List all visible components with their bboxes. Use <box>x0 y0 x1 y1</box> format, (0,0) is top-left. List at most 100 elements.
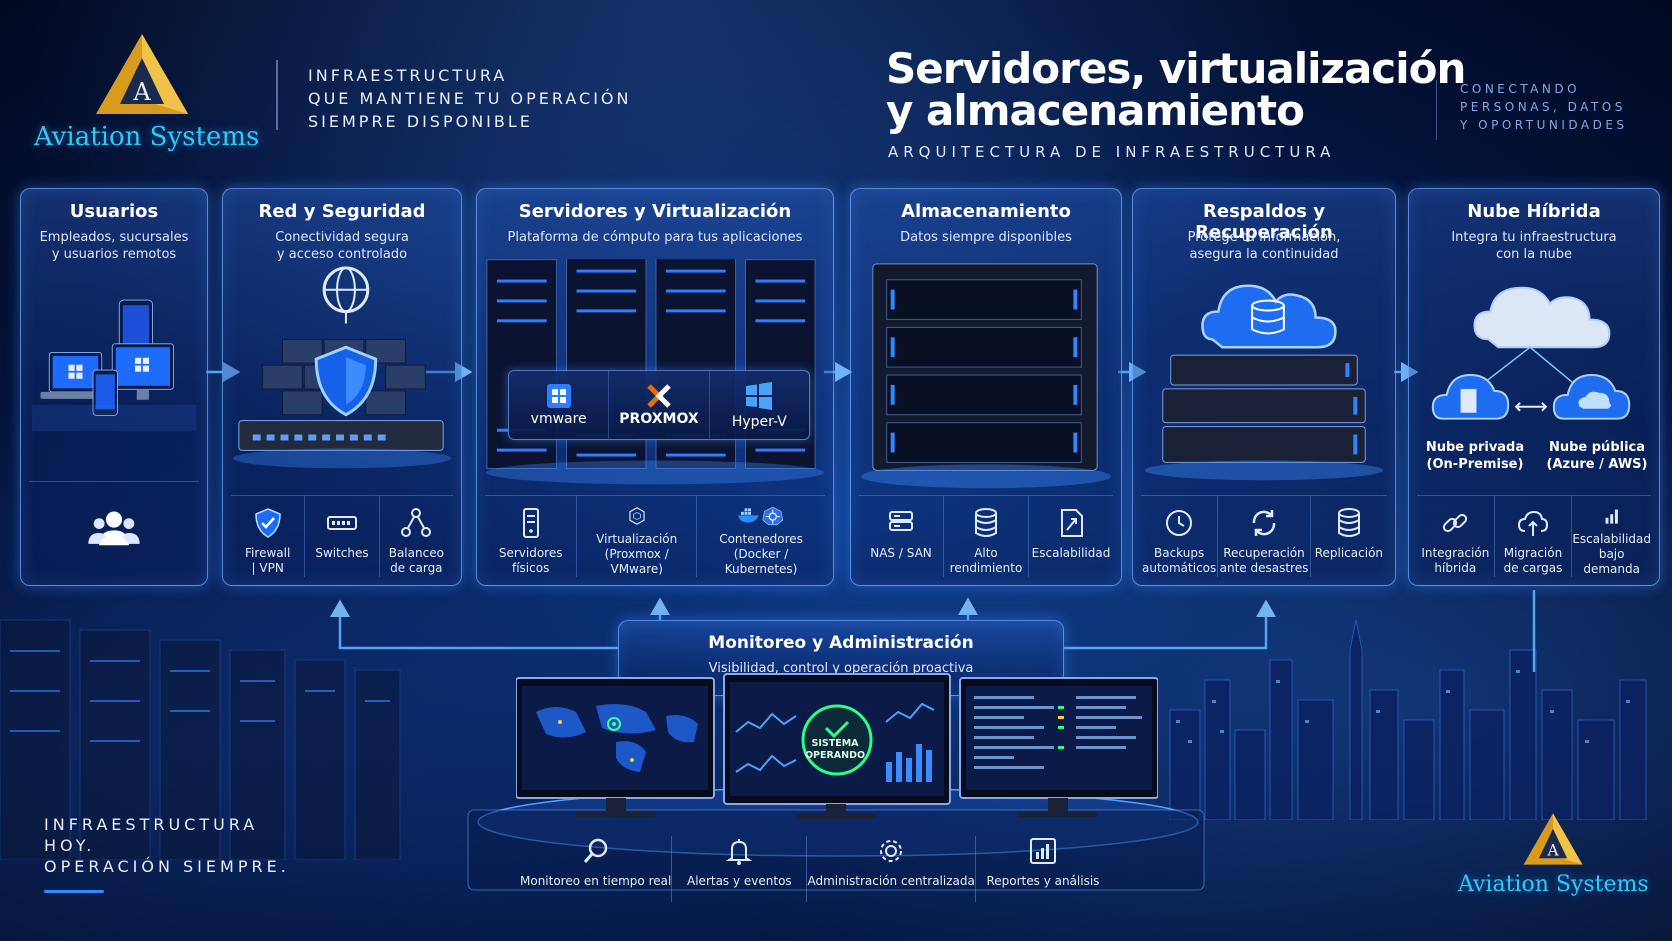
link-icon <box>1443 513 1468 533</box>
screen-left <box>516 677 715 799</box>
panel-usuarios[interactable]: Usuarios Empleados, sucursales y usuario… <box>20 188 208 586</box>
network-nodes-icon <box>401 508 432 537</box>
report-icon <box>1029 838 1056 864</box>
proxmox-platform[interactable]: PROXMOX <box>609 371 710 439</box>
panel-items: Integración híbrida Migración de cargas … <box>1417 495 1651 577</box>
right-tagline: CONECTANDO PERSONAS, DATOS Y OPORTUNIDAD… <box>1460 82 1628 132</box>
search-icon <box>583 838 607 863</box>
virtualization-platforms: vmware PROXMOX Hyper-V <box>508 370 810 440</box>
users-item <box>29 482 199 577</box>
triangle-logo-icon: A <box>96 34 188 114</box>
item-label: Integración híbrida <box>1421 546 1490 575</box>
brand-name: Aviation Systems <box>34 122 260 152</box>
replication-item[interactable]: Replicación <box>1311 496 1387 577</box>
bar-chart-icon <box>1605 509 1618 524</box>
containers-item[interactable]: Contenedores (Docker / Kubernetes) <box>697 496 825 577</box>
backup-illustration <box>1144 284 1384 481</box>
scalability-item[interactable]: Escalabilidad <box>1029 496 1113 577</box>
switches-item[interactable]: Switches <box>305 496 380 577</box>
proxmox-icon <box>647 383 671 408</box>
devices-illustration <box>31 299 197 432</box>
cloud-upload-icon <box>1517 510 1548 536</box>
monitoring-features: Monitoreo en tiempo real Alertas y event… <box>520 836 1110 902</box>
panel-items: Backups automáticos Recuperación ante de… <box>1141 495 1387 577</box>
panel-almacenamiento[interactable]: Almacenamiento Datos siempre disponibles… <box>850 188 1122 586</box>
virtualization-item[interactable]: Virtualización (Proxmox / VMware) <box>577 496 698 577</box>
nas-san-item[interactable]: NAS / SAN <box>859 496 944 577</box>
panel-description: Protege tu información, asegura la conti… <box>1187 230 1341 262</box>
realtime-monitoring-item[interactable]: Monitoreo en tiempo real <box>520 836 673 902</box>
auto-backups-item[interactable]: Backups automáticos <box>1141 496 1219 577</box>
item-label: Replicación <box>1314 546 1384 560</box>
panel-title: Nube Híbrida <box>1467 201 1601 222</box>
panel-nube-hibrida[interactable]: Nube Híbrida Integra tu infraestructura … <box>1408 188 1660 586</box>
hyperv-platform[interactable]: Hyper-V <box>710 371 809 439</box>
switch-icon <box>326 516 357 530</box>
high-performance-item[interactable]: Alto rendimiento <box>944 496 1029 577</box>
public-cloud-label: Nube pública (Azure / AWS) <box>1546 440 1648 472</box>
panel-items: Firewall | VPN Switches Balanceo de carg… <box>231 495 453 577</box>
physical-servers-item[interactable]: Servidores físicos <box>485 496 578 577</box>
storage-array-illustration <box>860 263 1112 489</box>
workload-migration-item[interactable]: Migración de cargas <box>1495 496 1573 577</box>
footer-accent-line <box>44 890 104 893</box>
gear-icon <box>880 840 903 862</box>
panel-title: Respaldos y Recuperación <box>1195 201 1333 243</box>
firewall-item[interactable]: Firewall | VPN <box>231 496 306 577</box>
tagline-divider <box>276 60 278 130</box>
item-label: Recuperación ante desastres <box>1219 546 1309 575</box>
logo-letter: A <box>132 78 151 106</box>
load-balancer-item[interactable]: Balanceo de carga <box>380 496 453 577</box>
header-tagline: INFRAESTRUCTURA QUE MANTIENE TU OPERACIÓ… <box>308 66 632 131</box>
panel-description: Plataforma de cómputo para tus aplicacio… <box>507 230 803 245</box>
windows-icon <box>546 383 571 408</box>
panel-respaldos-recuperacion[interactable]: Respaldos y Recuperación Protege tu info… <box>1132 188 1396 586</box>
panel-items <box>29 481 199 577</box>
reports-analysis-item[interactable]: Reportes y análisis <box>976 836 1110 902</box>
firewall-illustration <box>232 266 452 469</box>
brand-logo-bottom[interactable]: A Aviation Systems <box>1458 810 1649 897</box>
private-cloud-label: Nube privada (On-Premise) <box>1425 440 1525 472</box>
item-label: Virtualización (Proxmox / VMware) <box>596 532 678 576</box>
panel-description: Datos siempre disponibles <box>900 230 1072 245</box>
brand-logo-top[interactable]: A Aviation Systems <box>34 30 260 152</box>
server-icon <box>522 508 539 538</box>
proxmox-label: PROXMOX <box>619 410 699 427</box>
item-label: Contenedores (Docker / Kubernetes) <box>719 532 803 576</box>
vmware-platform[interactable]: vmware <box>509 371 610 439</box>
page-subtitle: ARQUITECTURA DE INFRAESTRUCTURA <box>888 143 1336 161</box>
panel-description: Conectividad segura y acceso controlado <box>275 230 409 262</box>
item-label: Migración de cargas <box>1503 546 1563 575</box>
item-label: Reportes y análisis <box>986 874 1100 888</box>
alerts-events-item[interactable]: Alertas y eventos <box>672 836 808 902</box>
hex-cube-icon <box>629 507 645 525</box>
panel-title: Almacenamiento <box>901 201 1071 222</box>
panel-items: NAS / SAN Alto rendimiento Escalabilidad <box>859 495 1113 577</box>
item-label: Firewall | VPN <box>245 546 291 575</box>
page-title-line-1: Servidores, virtualización <box>886 44 1466 93</box>
panel-items: Servidores físicos Virtualización (Proxm… <box>485 495 825 577</box>
monitoring-screens <box>516 673 1158 819</box>
item-label: Escalabilidad <box>1031 546 1111 560</box>
hybrid-integration-item[interactable]: Integración híbrida <box>1417 496 1495 577</box>
hyperv-label: Hyper-V <box>731 413 787 430</box>
logo-letter: A <box>1546 842 1559 860</box>
expand-icon <box>1061 509 1083 537</box>
item-label: Escalabilidad bajo demanda <box>1572 532 1651 576</box>
hybrid-cloud-illustration <box>1431 286 1631 420</box>
panel-title: Servidores y Virtualización <box>518 201 792 222</box>
item-label: Balanceo de carga <box>388 546 444 575</box>
right-tagline-divider <box>1436 80 1437 140</box>
item-label: Monitoreo en tiempo real <box>520 874 672 888</box>
panel-red-seguridad[interactable]: Red y Seguridad Conectividad segura y ac… <box>222 188 462 586</box>
central-admin-item[interactable]: Administración centralizada <box>807 836 976 902</box>
monitoring-title: Monitoreo y Administración <box>708 633 974 653</box>
system-status-text: SISTEMA OPERANDO <box>804 738 866 761</box>
item-label: Administración centralizada <box>807 874 975 888</box>
panel-title: Usuarios <box>69 201 159 222</box>
docker-kubernetes-icon <box>738 506 784 526</box>
on-demand-scaling-item[interactable]: Escalabilidad bajo demanda <box>1572 496 1651 577</box>
shield-check-icon <box>254 508 281 538</box>
storage-icon <box>889 511 913 531</box>
disaster-recovery-item[interactable]: Recuperación ante desastres <box>1218 496 1311 577</box>
